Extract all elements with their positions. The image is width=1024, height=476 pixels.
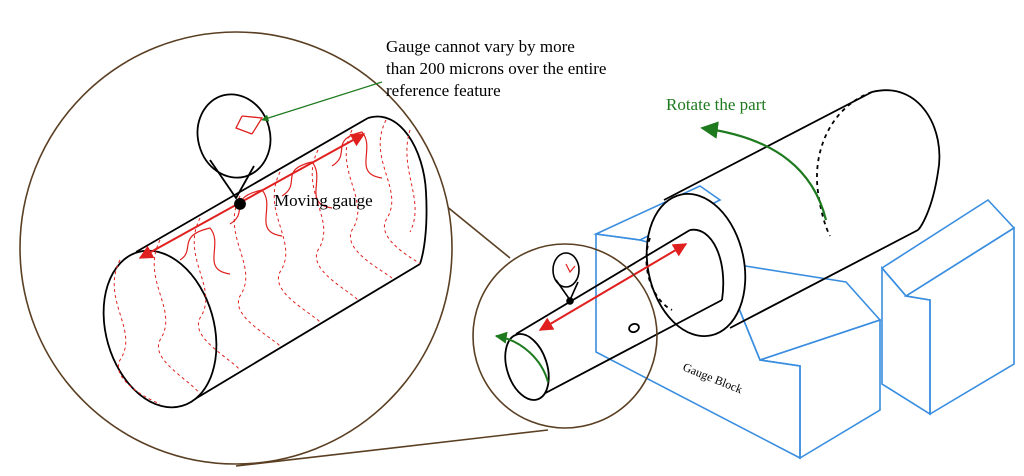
large-cylinder	[645, 89, 941, 338]
zoom-connector	[19, 31, 658, 467]
gauge-block-back	[880, 198, 1016, 416]
gauge-note-line3: reference feature	[386, 81, 501, 100]
gauge-note-line1: Gauge cannot vary by more	[386, 37, 575, 56]
magnified-gauge	[196, 93, 272, 210]
gauge-note-leader	[261, 81, 383, 122]
gauge-block-label: Gauge Block	[681, 360, 745, 397]
small-length-arrow	[538, 243, 688, 331]
rotate-arrow	[700, 121, 828, 221]
rotate-label: Rotate the part	[666, 95, 766, 114]
magnified-cylinder	[102, 115, 428, 409]
gauge-block-front	[593, 185, 882, 460]
moving-gauge-label: Moving gauge	[274, 191, 373, 210]
small-rotation-arrow	[494, 331, 549, 383]
magnified-length-arrow	[138, 133, 366, 259]
small-gauge	[552, 252, 580, 305]
gauge-note-line2: than 200 microns over the entire	[386, 59, 606, 78]
